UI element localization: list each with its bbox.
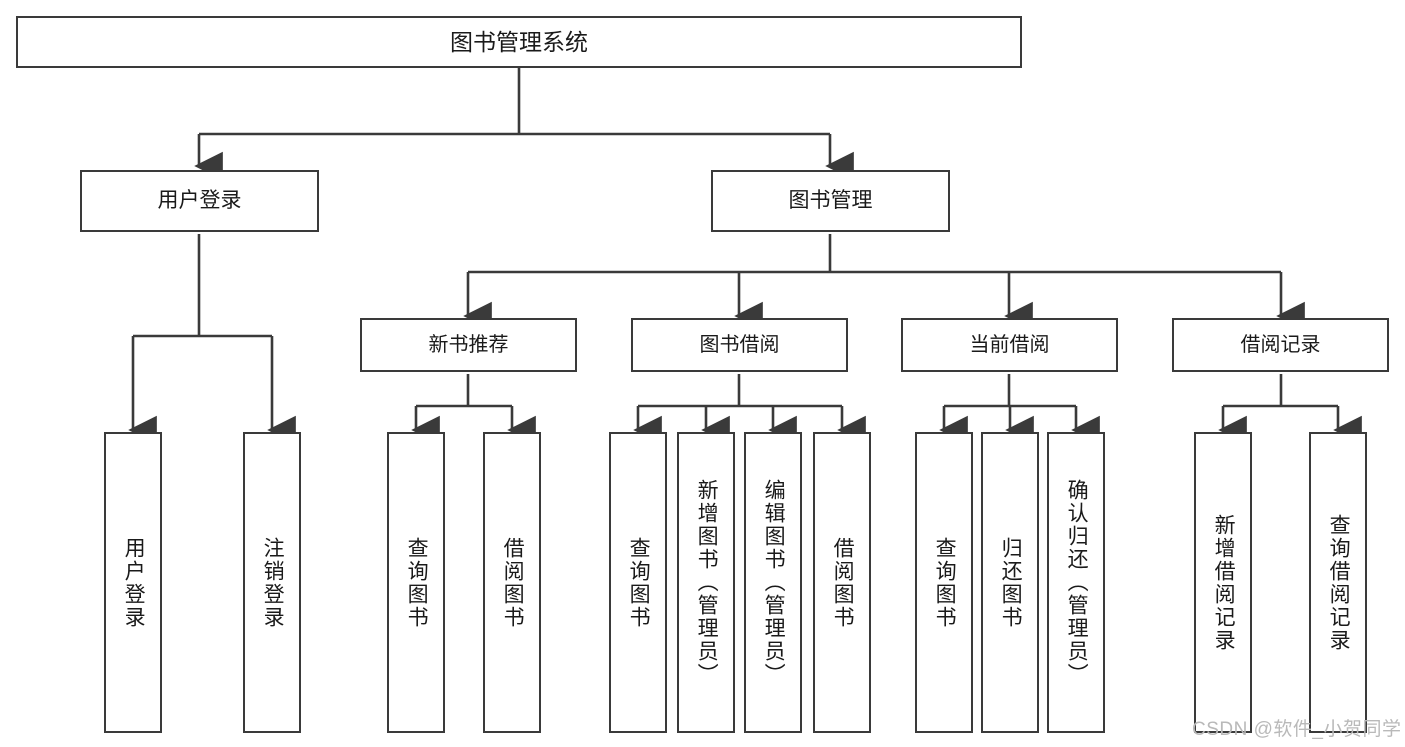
leaf-label: 新增借阅记录	[1212, 513, 1236, 652]
node-new-book-recommend-label: 新书推荐	[428, 333, 509, 356]
leaf-label: 注销登录	[261, 536, 285, 629]
node-new-book-recommend[interactable]: 新书推荐	[360, 318, 577, 372]
node-root[interactable]: 图书管理系统	[16, 16, 1022, 68]
leaf-current-borrow-return[interactable]: 归还图书	[981, 432, 1039, 733]
leaf-borrow-record-add[interactable]: 新增借阅记录	[1194, 432, 1252, 733]
node-root-label: 图书管理系统	[450, 28, 588, 55]
leaf-label: 归还图书	[999, 536, 1023, 629]
leaf-current-borrow-query[interactable]: 查询图书	[915, 432, 973, 733]
leaf-new-book-borrow[interactable]: 借阅图书	[483, 432, 541, 733]
leaf-label: 借阅图书	[831, 536, 855, 629]
leaf-current-borrow-confirm-return[interactable]: 确认归还（管理员）	[1047, 432, 1105, 733]
node-borrow-record[interactable]: 借阅记录	[1172, 318, 1389, 372]
leaf-borrow-record-query[interactable]: 查询借阅记录	[1309, 432, 1367, 733]
leaf-label: 借阅图书	[501, 536, 525, 629]
node-user-login[interactable]: 用户登录	[80, 170, 319, 232]
leaf-label: 编辑图书（管理员）	[762, 479, 786, 686]
leaf-user-login-login[interactable]: 用户登录	[104, 432, 162, 733]
leaf-new-book-query[interactable]: 查询图书	[387, 432, 445, 733]
leaf-book-borrow-edit[interactable]: 编辑图书（管理员）	[744, 432, 802, 733]
csdn-watermark: CSDN @软件_小贺同学	[1192, 719, 1402, 740]
leaf-label: 查询借阅记录	[1327, 513, 1351, 652]
node-current-borrow[interactable]: 当前借阅	[901, 318, 1118, 372]
leaf-book-borrow-add[interactable]: 新增图书（管理员）	[677, 432, 735, 733]
leaf-label: 查询图书	[627, 536, 651, 629]
leaf-label: 用户登录	[122, 536, 146, 629]
node-user-login-label: 用户登录	[157, 188, 242, 212]
leaf-label: 确认归还（管理员）	[1065, 479, 1089, 686]
node-book-management-label: 图书管理	[788, 188, 873, 212]
node-book-management[interactable]: 图书管理	[711, 170, 950, 232]
leaf-user-login-logout[interactable]: 注销登录	[243, 432, 301, 733]
leaf-label: 新增图书（管理员）	[695, 479, 719, 686]
leaf-label: 查询图书	[933, 536, 957, 629]
node-book-borrow-label: 图书借阅	[699, 333, 780, 356]
leaf-book-borrow-borrow[interactable]: 借阅图书	[813, 432, 871, 733]
node-borrow-record-label: 借阅记录	[1240, 333, 1321, 356]
leaf-book-borrow-query[interactable]: 查询图书	[609, 432, 667, 733]
node-book-borrow[interactable]: 图书借阅	[631, 318, 848, 372]
node-current-borrow-label: 当前借阅	[969, 333, 1050, 356]
leaf-label: 查询图书	[405, 536, 429, 629]
